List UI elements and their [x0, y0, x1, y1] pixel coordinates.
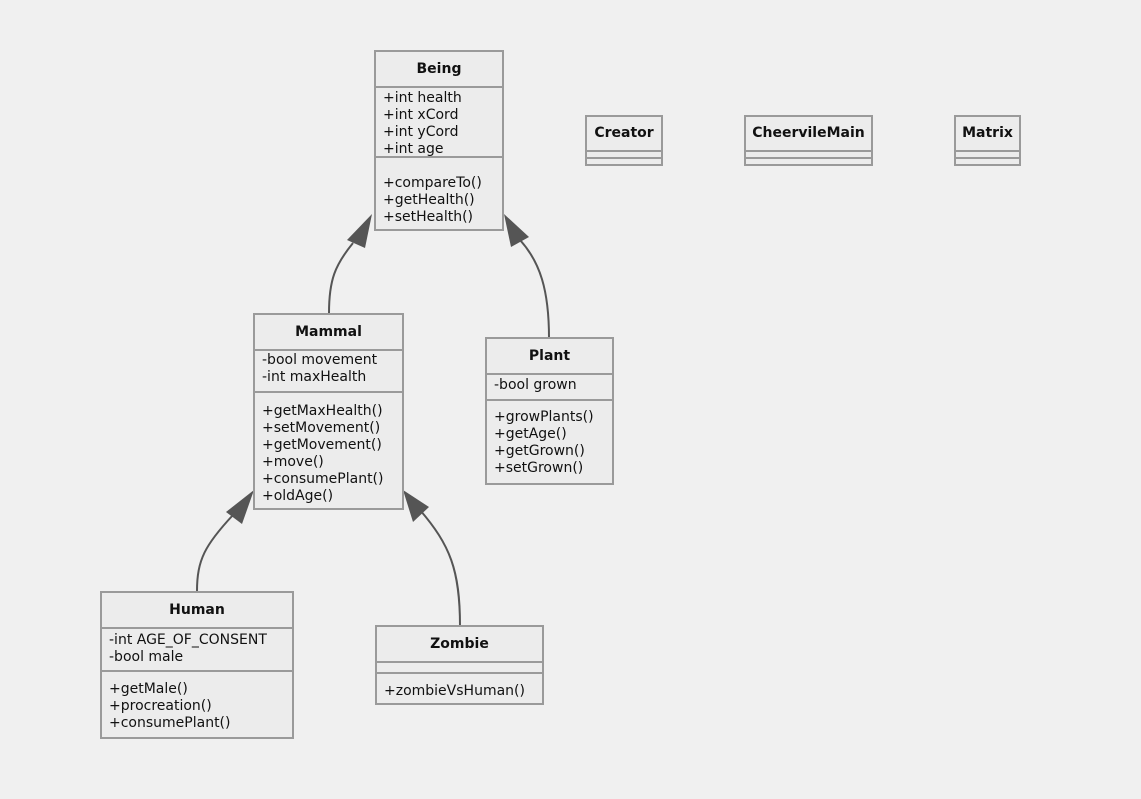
class-being-name: Being — [376, 52, 502, 88]
method: +setGrown() — [494, 460, 584, 476]
class-creator: Creator — [585, 115, 663, 166]
class-plant-attributes: -bool grown — [487, 375, 612, 401]
class-being-methods: +compareTo() +getHealth() +setHealth() — [376, 158, 502, 226]
class-being-attributes: +int health +int xCord +int yCord +int a… — [376, 88, 502, 158]
method: +oldAge() — [262, 488, 334, 504]
class-human-methods: +getMale() +procreation() +consumePlant(… — [102, 672, 292, 732]
method: +getMale() — [109, 681, 188, 697]
class-creator-name: Creator — [587, 117, 661, 152]
attribute: +int xCord — [383, 107, 459, 123]
class-zombie-methods: +zombieVsHuman() — [377, 674, 542, 700]
attribute: +int health — [383, 90, 462, 106]
class-being: Being +int health +int xCord +int yCord … — [374, 50, 504, 231]
method: +move() — [262, 454, 324, 470]
edge-human-mammal — [196, 514, 234, 592]
class-matrix-name: Matrix — [956, 117, 1019, 152]
class-matrix: Matrix — [954, 115, 1021, 166]
method: +consumePlant() — [109, 715, 231, 731]
class-matrix-attributes — [956, 152, 1019, 159]
edge-mammal-being — [328, 242, 354, 314]
edge-zombie-mammal — [419, 509, 461, 627]
attribute: -bool movement — [262, 352, 378, 368]
class-plant-methods: +growPlants() +getAge() +getGrown() +set… — [487, 401, 612, 477]
method: +zombieVsHuman() — [384, 683, 525, 699]
class-cheervilemain-methods — [746, 159, 871, 164]
class-zombie-name: Zombie — [377, 627, 542, 663]
class-human-name: Human — [102, 593, 292, 629]
method: +growPlants() — [494, 409, 594, 425]
method: +getMovement() — [262, 437, 382, 453]
method: +setHealth() — [383, 209, 474, 225]
arrowhead-zombie-mammal — [403, 490, 429, 522]
class-cheervilemain-name: CheervileMain — [746, 117, 871, 152]
attribute: +int yCord — [383, 124, 459, 140]
arrowhead-human-mammal — [226, 490, 254, 524]
class-mammal-attributes: -bool movement -int maxHealth — [255, 351, 402, 393]
class-cheervilemain: CheervileMain — [744, 115, 873, 166]
class-mammal-methods: +getMaxHealth() +setMovement() +getMovem… — [255, 393, 402, 505]
method: +setMovement() — [262, 420, 381, 436]
attribute: -bool grown — [494, 377, 577, 393]
arrowhead-mammal-being — [347, 214, 372, 248]
class-creator-attributes — [587, 152, 661, 159]
class-human-attributes: -int AGE_OF_CONSENT -bool male — [102, 629, 292, 672]
attribute: +int age — [383, 141, 444, 157]
edge-plant-being — [519, 239, 550, 339]
method: +getAge() — [494, 426, 567, 442]
class-cheervilemain-attributes — [746, 152, 871, 159]
attribute: -bool male — [109, 649, 184, 665]
attribute: -int maxHealth — [262, 369, 367, 385]
method: +getGrown() — [494, 443, 585, 459]
class-human: Human -int AGE_OF_CONSENT -bool male +ge… — [100, 591, 294, 739]
class-matrix-methods — [956, 159, 1019, 164]
class-zombie: Zombie +zombieVsHuman() — [375, 625, 544, 705]
class-creator-methods — [587, 159, 661, 164]
method: +compareTo() — [383, 175, 482, 191]
method: +consumePlant() — [262, 471, 384, 487]
method: +getHealth() — [383, 192, 475, 208]
arrowhead-plant-being — [504, 214, 529, 247]
class-zombie-attributes — [377, 663, 542, 674]
method: +procreation() — [109, 698, 212, 714]
class-mammal-name: Mammal — [255, 315, 402, 351]
class-plant: Plant -bool grown +growPlants() +getAge(… — [485, 337, 614, 485]
attribute: -int AGE_OF_CONSENT — [109, 632, 267, 648]
class-mammal: Mammal -bool movement -int maxHealth +ge… — [253, 313, 404, 510]
method: +getMaxHealth() — [262, 403, 383, 419]
class-plant-name: Plant — [487, 339, 612, 375]
